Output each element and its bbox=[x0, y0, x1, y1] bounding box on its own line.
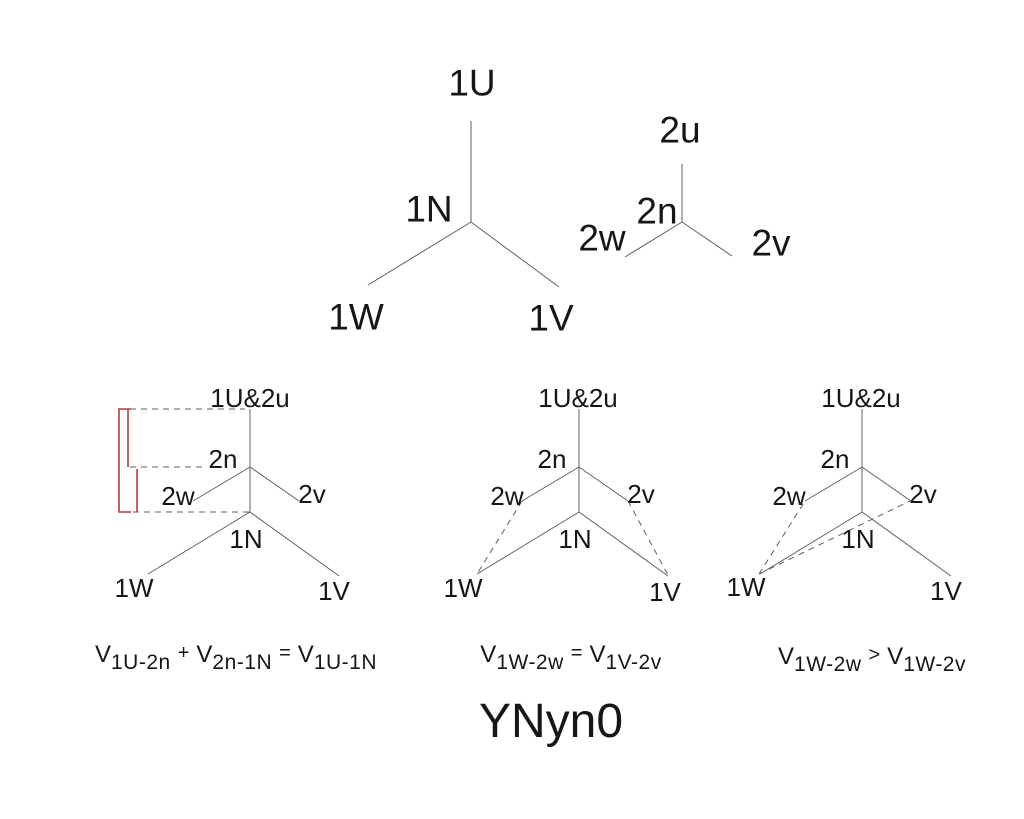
formula-operator: > bbox=[868, 644, 881, 666]
formula-voltage-symbol: V bbox=[480, 641, 497, 668]
d1-primary-w-line bbox=[147, 511, 251, 575]
formula-voltage-symbol: V bbox=[297, 641, 314, 668]
formula-subscript: 1U-2n bbox=[111, 651, 171, 674]
d3-primary-w-line bbox=[759, 511, 863, 575]
d3-2w-label: 2w bbox=[772, 481, 806, 511]
terminal-label-1V: 1V bbox=[528, 297, 574, 339]
primary-phase-v-line bbox=[470, 221, 560, 288]
formula-voltage-sum: V1U-2n+V2n-1N=V1U-1N bbox=[94, 641, 377, 674]
formula-subscript: 1W-2v bbox=[903, 653, 966, 676]
d1-apex-label: 1U&2u bbox=[210, 383, 290, 413]
d3-secondary-w-line bbox=[804, 466, 863, 502]
d1-primary-v-line bbox=[249, 511, 340, 577]
formula-voltage-symbol: V bbox=[196, 641, 213, 668]
d2-primary-v-line bbox=[578, 511, 669, 577]
d2-dashed-v-line bbox=[627, 500, 669, 576]
terminal-label-2w: 2w bbox=[578, 217, 626, 259]
combined-diagram-1-lines bbox=[147, 409, 340, 577]
d1-2w-label: 2w bbox=[161, 481, 195, 511]
terminal-label-2u: 2u bbox=[659, 109, 701, 151]
formula-subscript: 1V-2v bbox=[605, 651, 662, 674]
d2-dashed-w-line bbox=[476, 500, 523, 575]
secondary-star-lines bbox=[624, 164, 733, 258]
red-bracket-full-span bbox=[118, 408, 131, 513]
d3-primary-v-line bbox=[861, 511, 952, 577]
d1-1N-label: 1N bbox=[229, 524, 263, 554]
d1-2v-label: 2v bbox=[298, 479, 326, 509]
d2-2n-label: 2n bbox=[537, 444, 567, 474]
formula-voltage-symbol: V bbox=[94, 641, 112, 668]
formula-subscript: 1U-1N bbox=[313, 651, 378, 674]
d1-2n-label: 2n bbox=[208, 444, 238, 474]
d3-apex-label: 1U&2u bbox=[821, 383, 901, 413]
d2-secondary-w-line bbox=[521, 466, 580, 502]
d2-primary-w-line bbox=[476, 511, 580, 575]
d3-dashed-w-line bbox=[758, 500, 806, 575]
formula-voltage-inequality: V1W-2w>V1W-2v bbox=[778, 643, 966, 676]
primary-star-lines bbox=[367, 121, 560, 288]
d1-secondary-v-line bbox=[249, 466, 300, 502]
terminal-label-2v: 2v bbox=[751, 222, 791, 264]
terminal-label-1U: 1U bbox=[448, 62, 496, 104]
terminal-label-2n: 2n bbox=[636, 190, 678, 232]
d3-2v-label: 2v bbox=[909, 479, 937, 509]
combined-diagram-2-lines bbox=[476, 409, 669, 577]
terminal-label-1W: 1W bbox=[328, 296, 384, 338]
d3-1W-label: 1W bbox=[726, 572, 766, 602]
d1-1W-label: 1W bbox=[114, 573, 154, 603]
d2-1W-label: 1W bbox=[443, 573, 483, 603]
d1-construction-lines bbox=[119, 408, 249, 513]
secondary-phase-v-line bbox=[681, 221, 733, 257]
formula-voltage-equality: V1W-2w=V1V-2v bbox=[480, 641, 661, 674]
d2-1N-label: 1N bbox=[558, 524, 592, 554]
formula-operator: = bbox=[570, 642, 583, 664]
d1-secondary-w-line bbox=[192, 466, 251, 502]
d3-2n-label: 2n bbox=[820, 444, 850, 474]
formula-subscript: 2n-1N bbox=[212, 651, 273, 674]
formula-subscript: 1W-2w bbox=[794, 653, 862, 676]
combined-diagram-3-lines bbox=[758, 409, 952, 577]
formula-voltage-symbol: V bbox=[778, 643, 795, 670]
vector-group-title: YNyn0 bbox=[478, 695, 624, 748]
formula-voltage-symbol: V bbox=[887, 643, 904, 670]
d1-1V-label: 1V bbox=[318, 576, 350, 606]
formula-operator: + bbox=[177, 642, 190, 664]
d1-red-brackets bbox=[118, 408, 138, 513]
d3-1N-label: 1N bbox=[841, 524, 875, 554]
formula-subscript: 1W-2w bbox=[496, 651, 564, 674]
d3-dashed-v-line bbox=[758, 500, 911, 575]
terminal-label-1N: 1N bbox=[405, 188, 453, 230]
secondary-phase-w-line bbox=[624, 221, 683, 258]
d2-secondary-v-line bbox=[578, 466, 629, 502]
d2-2w-label: 2w bbox=[490, 481, 524, 511]
d2-apex-label: 1U&2u bbox=[538, 383, 618, 413]
d2-2v-label: 2v bbox=[627, 479, 655, 509]
d3-secondary-v-line bbox=[861, 466, 912, 502]
d3-1V-label: 1V bbox=[930, 576, 962, 606]
d2-1V-label: 1V bbox=[649, 577, 681, 607]
formula-voltage-symbol: V bbox=[589, 641, 606, 668]
primary-phase-w-line bbox=[367, 221, 472, 286]
formula-operator: = bbox=[279, 642, 291, 664]
